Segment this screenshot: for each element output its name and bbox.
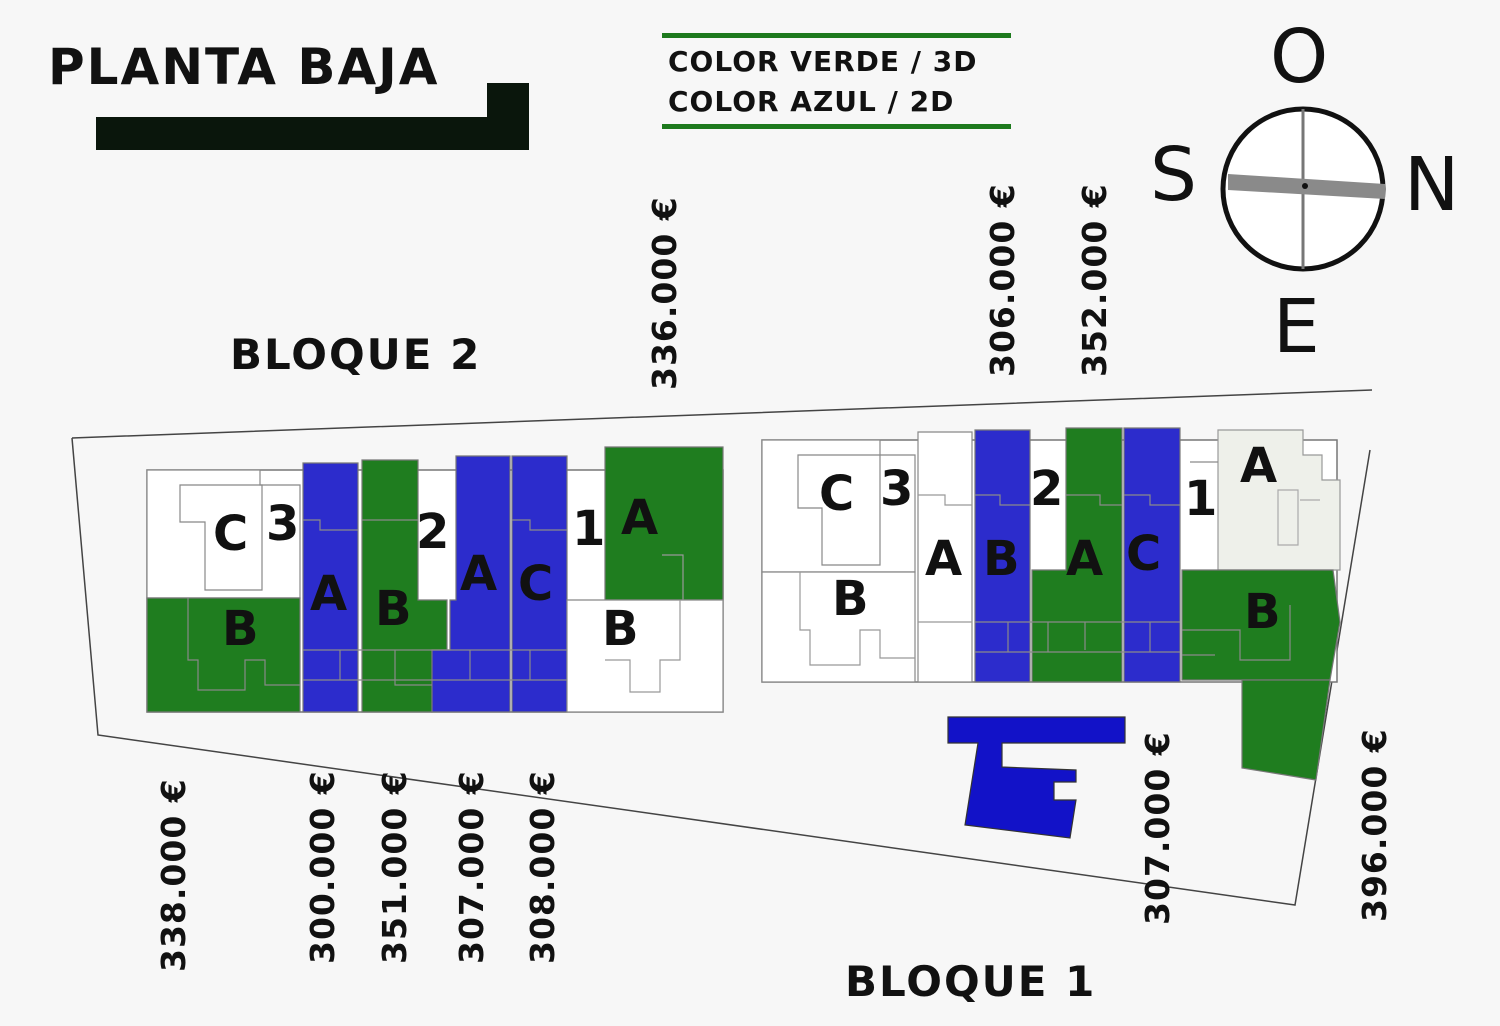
block1-unit-a1-inner [1277, 489, 1320, 546]
block1-inner-walls [975, 461, 1291, 661]
price-label: 307.000 € [452, 770, 491, 964]
compass-north-label: N [1404, 142, 1460, 228]
title-underline-bar [96, 117, 529, 150]
unit-label: A [1240, 438, 1278, 494]
block1-unit-b1[interactable] [1181, 569, 1341, 681]
block2-label: BLOQUE 2 [230, 330, 482, 379]
unit-label: B [1244, 584, 1281, 640]
price-label: 307.000 € [1138, 731, 1177, 925]
unit-label: 2 [1030, 461, 1064, 517]
price-label: 351.000 € [375, 770, 414, 964]
compass-south-label: S [1150, 132, 1197, 218]
pool [947, 716, 1126, 839]
block1-plan [761, 427, 1341, 839]
unit-label: B [222, 601, 259, 657]
legend-green: COLOR VERDE / 3D [668, 45, 978, 78]
unit-label: 2 [416, 504, 450, 560]
unit-label: C [213, 506, 249, 562]
unit-label: C [819, 466, 855, 522]
unit-label: A [925, 531, 963, 587]
block2-unit-b3[interactable] [146, 597, 301, 713]
unit-label: 3 [266, 496, 300, 552]
compass [1220, 106, 1386, 272]
unit-label: A [460, 546, 498, 602]
block2-unit-b1-inner [605, 600, 681, 693]
price-label: 300.000 € [303, 770, 342, 964]
unit-label: A [1066, 531, 1104, 587]
unit-label: 1 [1184, 471, 1218, 527]
compass-center [1302, 183, 1308, 189]
unit-label: C [518, 556, 554, 612]
unit-label: 3 [880, 461, 914, 517]
legend-top-rule [662, 33, 1011, 38]
block1-unit-c3-inner [797, 454, 881, 566]
price-label: 306.000 € [983, 183, 1022, 377]
block1-unit-b2[interactable] [974, 429, 1031, 683]
price-label: 352.000 € [1075, 183, 1114, 377]
block1-garden[interactable] [1241, 679, 1331, 781]
legend-bottom-rule [662, 124, 1011, 129]
legend-blue: COLOR AZUL / 2D [668, 85, 955, 118]
block1-unit-a2[interactable] [1031, 427, 1123, 683]
unit-label: B [602, 601, 639, 657]
unit-label: A [310, 566, 348, 622]
block1-unit-c1[interactable] [1123, 427, 1181, 683]
block2-plan [146, 446, 724, 713]
block1-label: BLOQUE 1 [845, 957, 1097, 1006]
block2-unit-b3-inner [187, 598, 300, 691]
price-label: 396.000 € [1355, 728, 1394, 922]
compass-east-label: E [1273, 284, 1320, 370]
price-label: 336.000 € [645, 196, 684, 390]
unit-label: A [621, 490, 659, 546]
price-label: 338.000 € [154, 778, 193, 972]
unit-label: B [375, 581, 412, 637]
unit-label: B [983, 531, 1020, 587]
unit-label: 1 [572, 501, 606, 557]
block1-unit-b3-inner [799, 572, 915, 666]
block2-unit-a1-inner [662, 554, 684, 600]
block2-unit-b1[interactable] [566, 599, 724, 713]
block1-unit-a3-inner [918, 494, 972, 623]
compass-west-label: O [1270, 14, 1329, 100]
block2-inner-walls [303, 519, 567, 686]
block2-unit-c3-inner [179, 484, 263, 591]
price-label: 308.000 € [523, 770, 562, 964]
page-title: PLANTA BAJA [48, 38, 440, 96]
unit-label: C [1126, 526, 1162, 582]
unit-label: B [832, 571, 869, 627]
title-underline-step [487, 83, 529, 123]
